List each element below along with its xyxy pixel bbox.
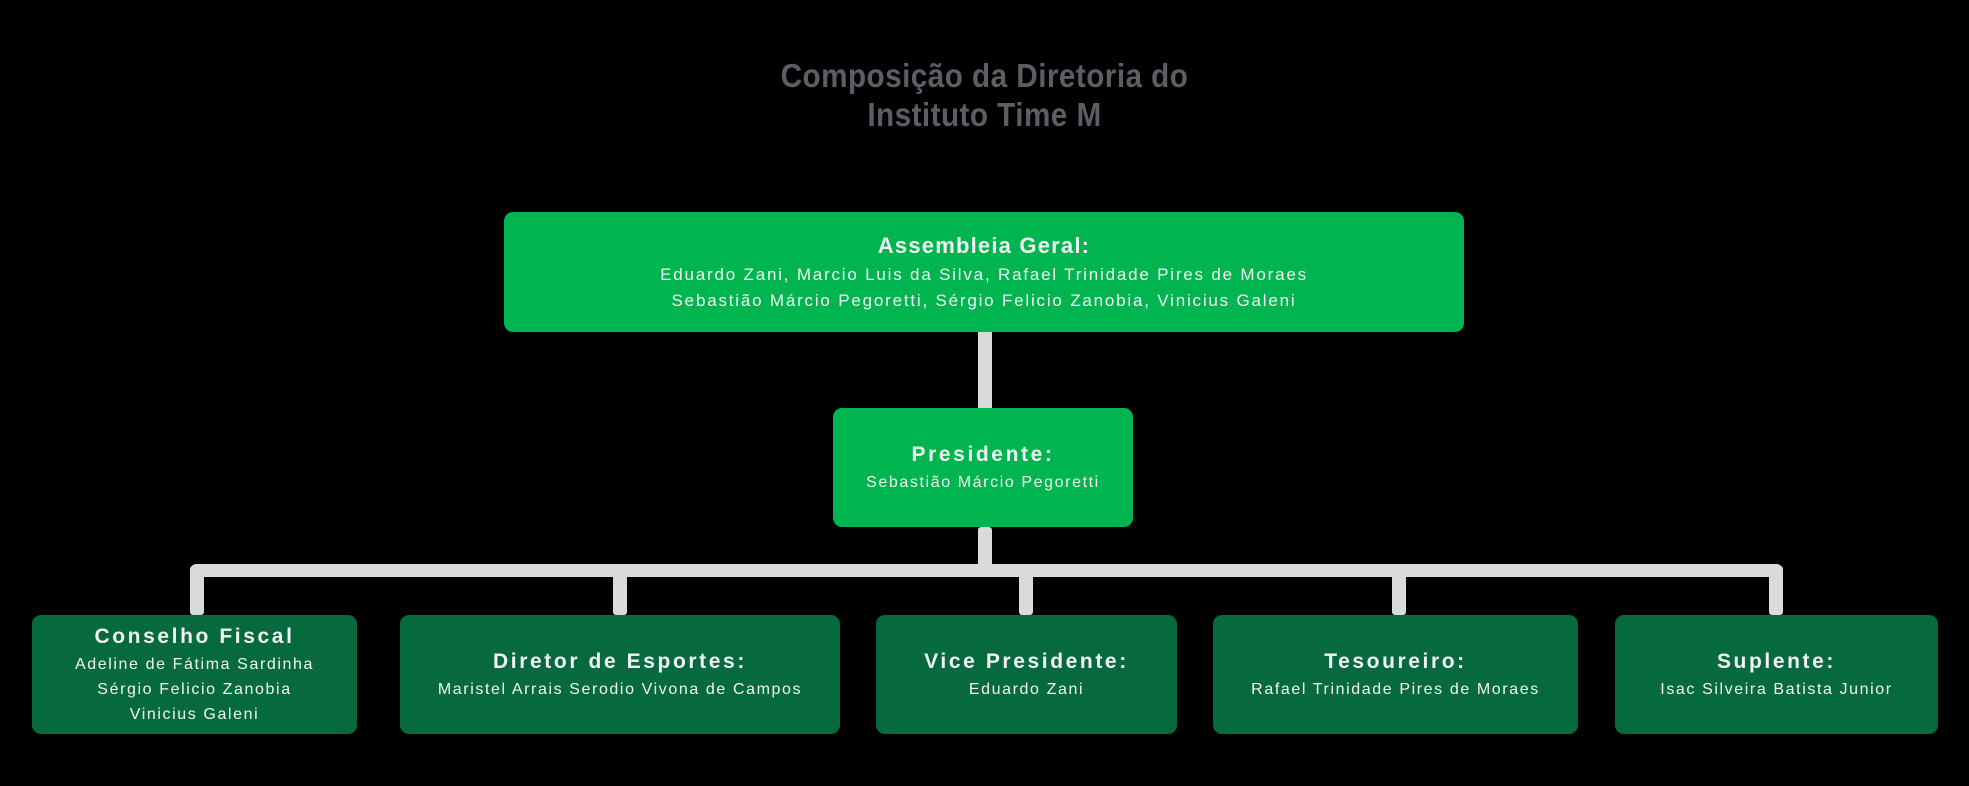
org-box-suplente: Suplente: Isac Silveira Batista Junior [1615, 615, 1938, 734]
org-box-diretor-esportes-member: Maristel Arrais Serodio Vivona de Campos [437, 681, 803, 698]
connector-drop-tesoureiro [1392, 570, 1406, 615]
org-box-assembleia-members-line2: Sebastião Márcio Pegoretti, Sérgio Felic… [671, 291, 1297, 310]
connector-trunk [190, 564, 1783, 577]
chart-title-line1: Composição da Diretoria do [780, 57, 1189, 94]
org-box-tesoureiro-member: Rafael Trinidade Pires de Moraes [1251, 681, 1540, 698]
org-box-conselho-fiscal: Conselho Fiscal Adeline de Fátima Sardin… [32, 615, 357, 734]
connector-drop-vice-presidente [1019, 570, 1033, 615]
org-box-suplente-member: Isac Silveira Batista Junior [1660, 681, 1893, 698]
org-box-presidente-member: Sebastião Márcio Pegoretti [866, 474, 1100, 491]
org-box-tesoureiro: Tesoureiro: Rafael Trinidade Pires de Mo… [1213, 615, 1578, 734]
connector-drop-diretor-esportes [613, 570, 627, 615]
org-box-vice-presidente-member: Eduardo Zani [968, 681, 1085, 698]
org-box-tesoureiro-title: Tesoureiro: [1324, 650, 1467, 673]
org-box-conselho-fiscal-member3: Vinicius Galeni [129, 706, 260, 723]
chart-title: Composição da Diretoria do Instituto Tim… [98, 56, 1870, 134]
org-box-presidente: Presidente: Sebastião Márcio Pegoretti [833, 408, 1133, 527]
connector-assembleia-presidente [978, 330, 992, 410]
connector-presidente-trunk [978, 527, 992, 571]
org-box-conselho-fiscal-title: Conselho Fiscal [94, 625, 295, 648]
org-box-diretor-esportes: Diretor de Esportes: Maristel Arrais Ser… [400, 615, 840, 734]
org-box-suplente-title: Suplente: [1716, 650, 1837, 673]
org-box-assembleia-members-line1: Eduardo Zani, Marcio Luis da Silva, Rafa… [660, 265, 1308, 284]
org-box-conselho-fiscal-member1: Adeline de Fátima Sardinha [74, 656, 315, 673]
connector-drop-conselho-fiscal [190, 566, 204, 615]
org-box-presidente-title: Presidente: [911, 443, 1055, 466]
org-box-vice-presidente-title: Vice Presidente: [924, 650, 1129, 673]
org-box-assembleia-title: Assembleia Geral: [877, 233, 1091, 258]
org-box-conselho-fiscal-member2: Sérgio Felicio Zanobia [97, 681, 292, 698]
connector-drop-suplente [1769, 566, 1783, 615]
org-box-vice-presidente: Vice Presidente: Eduardo Zani [876, 615, 1177, 734]
org-box-diretor-esportes-title: Diretor de Esportes: [493, 650, 747, 673]
chart-title-line2: Instituto Time M [867, 96, 1102, 133]
org-box-assembleia-geral: Assembleia Geral: Eduardo Zani, Marcio L… [504, 212, 1464, 332]
